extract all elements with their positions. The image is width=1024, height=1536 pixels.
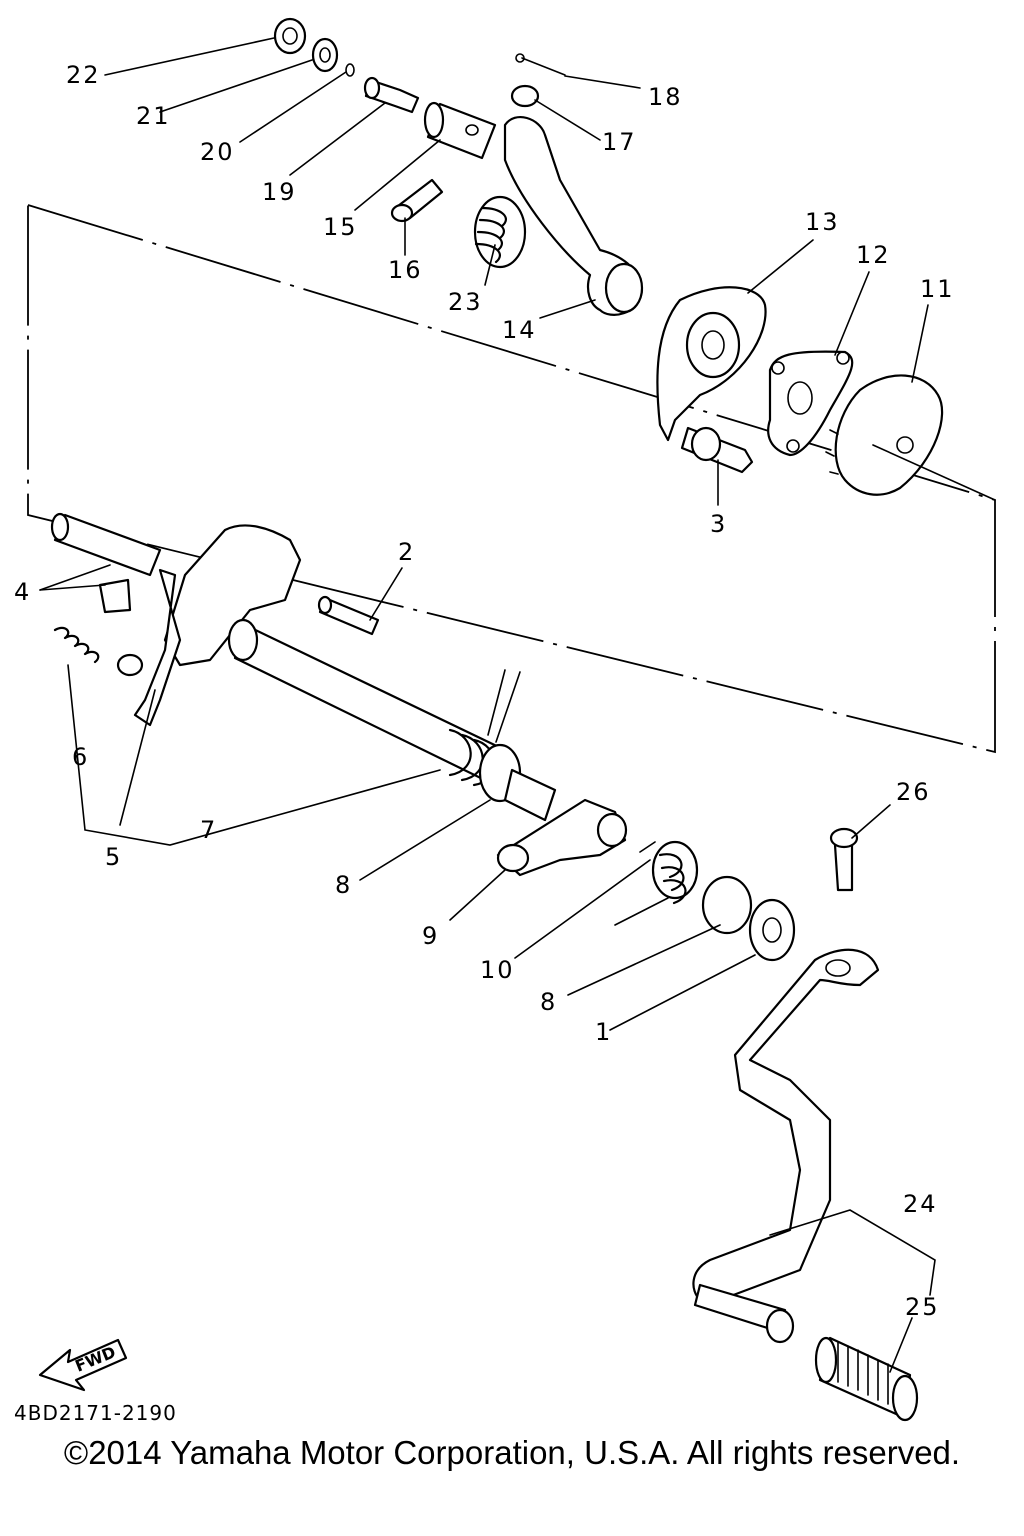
- callout-25: 25: [905, 1293, 940, 1321]
- callout-22: 22: [66, 61, 101, 89]
- callout-7: 7: [200, 816, 217, 844]
- part-26-bolt: [829, 827, 859, 892]
- part-10-spring: [614, 840, 699, 926]
- part-14-shift-arm: [503, 115, 644, 316]
- part-7-shift-shaft: [227, 618, 521, 787]
- copyright-notice: ©2014 Yamaha Motor Corporation, U.S.A. A…: [63, 1434, 961, 1471]
- callout-8-upper: 8: [335, 871, 352, 899]
- callout-3: 3: [710, 510, 727, 538]
- callout-15: 15: [323, 213, 358, 241]
- part-11-segment: [825, 374, 944, 496]
- callout-23: 23: [448, 288, 483, 316]
- part-20-clip: [345, 63, 355, 77]
- part-18-cotter-pin: [515, 53, 566, 76]
- part-17-washer: [510, 84, 540, 108]
- callout-2: 2: [398, 538, 415, 566]
- part-8-washer-lower: [701, 875, 753, 935]
- callout-9: 9: [422, 922, 439, 950]
- callout-10: 10: [480, 956, 515, 984]
- callout-4: 4: [14, 578, 31, 606]
- part-6-spring: [53, 626, 100, 664]
- diagram-code: 4BD2171-2190: [14, 1401, 177, 1425]
- part-15-joint: [423, 101, 497, 160]
- callout-17: 17: [602, 128, 637, 156]
- part-19-bolt: [363, 76, 420, 114]
- callout-12: 12: [856, 241, 891, 269]
- part-23-spring: [473, 195, 527, 269]
- callout-11: 11: [920, 275, 955, 303]
- part-9-shift-lever: [496, 798, 628, 877]
- callout-19: 19: [262, 178, 297, 206]
- callout-20: 20: [200, 138, 235, 166]
- part-2-pin: [317, 595, 380, 636]
- leader-lines: [39, 37, 936, 1373]
- callout-24: 24: [903, 1190, 938, 1218]
- part-4-shift-shaft-lever: [50, 512, 302, 727]
- part-8-collar-upper: [478, 743, 557, 822]
- callout-6: 6: [72, 743, 89, 771]
- callout-5: 5: [105, 843, 122, 871]
- part-16-pin: [390, 178, 444, 223]
- callout-1: 1: [595, 1018, 612, 1046]
- part-24-shift-pedal: [692, 948, 880, 1344]
- axis-line-11: [872, 444, 996, 501]
- callout-18: 18: [648, 83, 683, 111]
- part-22-nut: [273, 17, 307, 55]
- callout-13: 13: [805, 208, 840, 236]
- part-1-collar: [748, 898, 796, 962]
- part-25-pedal-rubber: [814, 1336, 919, 1422]
- forward-direction-arrow-icon: FWD: [38, 1338, 128, 1392]
- callout-14: 14: [502, 316, 537, 344]
- callout-26: 26: [896, 778, 931, 806]
- part-12-plate: [767, 350, 854, 457]
- part-3-bolt: [680, 426, 754, 474]
- callout-21: 21: [136, 102, 171, 130]
- callout-16: 16: [388, 256, 423, 284]
- part-13-stopper-lever: [656, 286, 767, 442]
- callout-8-lower: 8: [540, 988, 557, 1016]
- part-21-washer: [311, 37, 339, 73]
- callout-labels: 1 2 3 4 5 6 7 8 8 9 10 11 12 13 14 15 16…: [14, 61, 955, 1321]
